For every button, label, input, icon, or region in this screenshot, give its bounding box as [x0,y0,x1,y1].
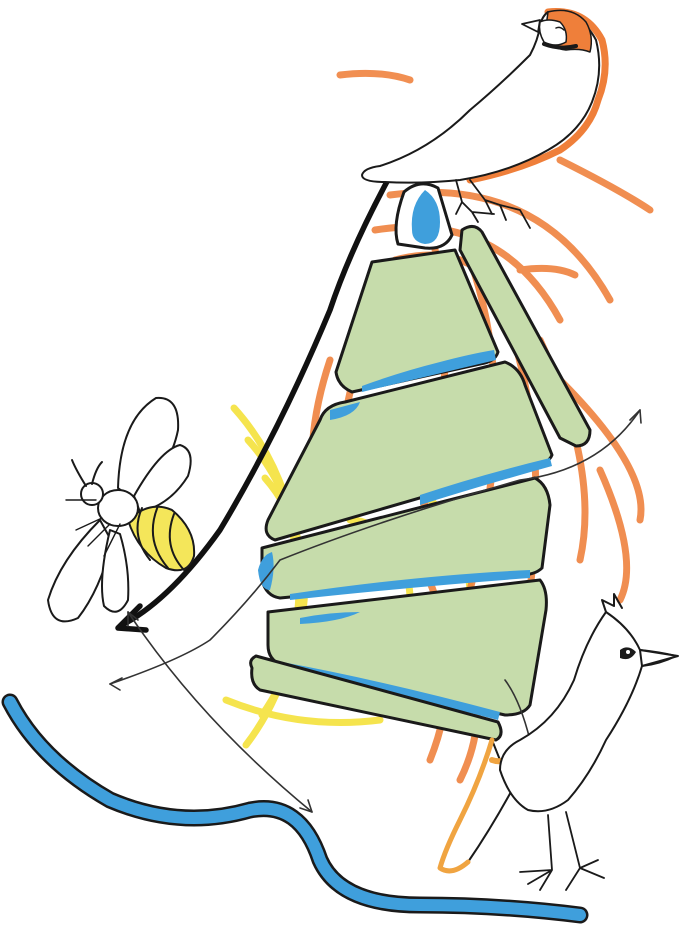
diagram-canvas [0,0,695,941]
